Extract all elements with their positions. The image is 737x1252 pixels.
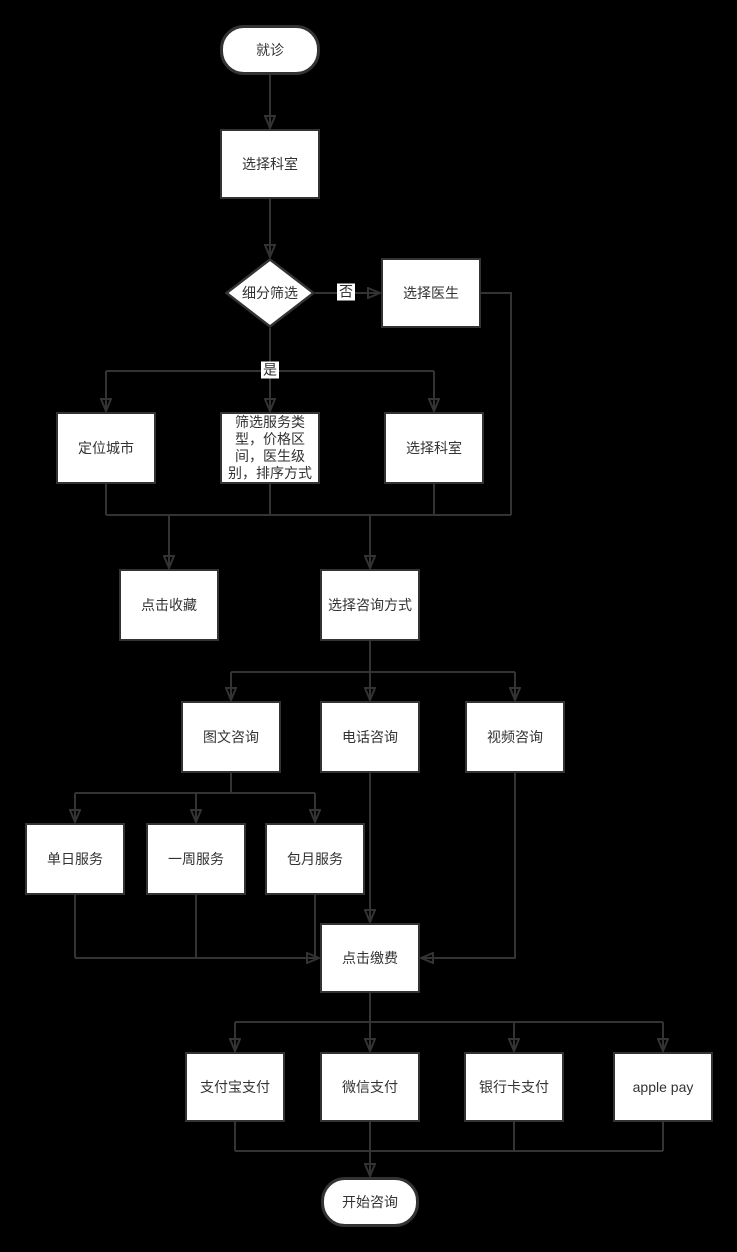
single-day-service-label: 单日服务: [47, 850, 103, 867]
edge-label-yes: 是: [261, 361, 279, 379]
start-label: 就诊: [256, 41, 284, 58]
bank-card-pay-label: 银行卡支付: [479, 1078, 549, 1095]
phone-consult-node[interactable]: 电话咨询: [320, 701, 420, 773]
start-consult-node[interactable]: 开始咨询: [321, 1177, 419, 1227]
select-department-2-node[interactable]: 选择科室: [384, 412, 484, 484]
bank-card-pay-node[interactable]: 银行卡支付: [464, 1052, 564, 1122]
image-text-consult-node[interactable]: 图文咨询: [181, 701, 281, 773]
locate-city-label: 定位城市: [78, 439, 134, 456]
locate-city-node[interactable]: 定位城市: [56, 412, 156, 484]
select-doctor-node[interactable]: 选择医生: [381, 258, 481, 328]
video-consult-node[interactable]: 视频咨询: [465, 701, 565, 773]
select-consult-method-node[interactable]: 选择咨询方式: [320, 569, 420, 641]
select-doctor-label: 选择医生: [403, 284, 459, 301]
alipay-label: 支付宝支付: [200, 1078, 270, 1095]
monthly-service-node[interactable]: 包月服务: [265, 823, 365, 895]
select-consult-method-label: 选择咨询方式: [328, 596, 412, 613]
video-consult-label: 视频咨询: [487, 728, 543, 745]
phone-consult-label: 电话咨询: [342, 728, 398, 745]
diamond-shape: [225, 258, 315, 328]
image-text-consult-label: 图文咨询: [203, 728, 259, 745]
apple-pay-node[interactable]: apple pay: [613, 1052, 713, 1122]
start-node[interactable]: 就诊: [220, 25, 320, 75]
start-consult-label: 开始咨询: [342, 1193, 398, 1210]
apple-pay-label: apple pay: [632, 1078, 694, 1095]
select-department-node[interactable]: 选择科室: [220, 129, 320, 199]
select-department-2-label: 选择科室: [406, 439, 462, 456]
edge-doctor-down: [481, 292, 512, 515]
wechat-pay-label: 微信支付: [342, 1078, 398, 1095]
wechat-pay-node[interactable]: 微信支付: [320, 1052, 420, 1122]
click-favorite-node[interactable]: 点击收藏: [119, 569, 219, 641]
click-favorite-label: 点击收藏: [141, 596, 197, 613]
refine-filter-label: 细分筛选: [242, 284, 298, 301]
edge-label-no: 否: [337, 283, 355, 301]
select-department-label: 选择科室: [242, 155, 298, 172]
monthly-service-label: 包月服务: [287, 850, 343, 867]
click-pay-label: 点击缴费: [342, 949, 398, 966]
click-pay-node[interactable]: 点击缴费: [320, 923, 420, 993]
one-week-service-node[interactable]: 一周服务: [146, 823, 246, 895]
filter-criteria-label: 筛选服务类 型，价格区 间，医生级 别，排序方式: [228, 414, 312, 481]
one-week-service-label: 一周服务: [168, 850, 224, 867]
refine-filter-decision[interactable]: 细分筛选: [225, 258, 315, 328]
single-day-service-node[interactable]: 单日服务: [25, 823, 125, 895]
edge-video-to-pay: [422, 773, 516, 958]
filter-criteria-node[interactable]: 筛选服务类 型，价格区 间，医生级 别，排序方式: [220, 412, 320, 484]
alipay-node[interactable]: 支付宝支付: [185, 1052, 285, 1122]
